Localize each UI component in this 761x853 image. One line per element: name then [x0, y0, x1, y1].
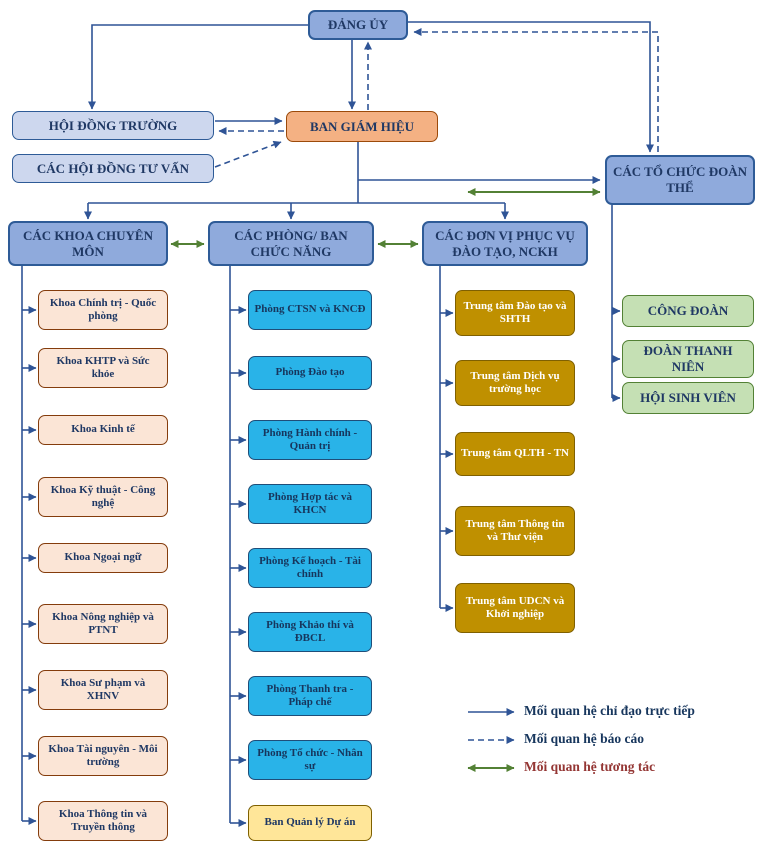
phong-item: Phòng Đào tạo: [248, 356, 372, 390]
khoa-item: Khoa Thông tin và Truyền thông: [38, 801, 168, 841]
khoa-item: Khoa Kỹ thuật - Công nghệ: [38, 477, 168, 517]
doan-the-item-cong-doan: CÔNG ĐOÀN: [622, 295, 754, 327]
khoa-item: Khoa Nông nghiệp và PTNT: [38, 604, 168, 644]
trung-tam-item: Trung tâm QLTH - TN: [455, 432, 575, 476]
khoa-item: Khoa Chính trị - Quốc phòng: [38, 290, 168, 330]
doan-the-item-hoi-sinh-vien: HỘI SINH VIÊN: [622, 382, 754, 414]
trung-tam-item: Trung tâm Đào tạo và SHTH: [455, 290, 575, 336]
header-cac-don-vi: CÁC ĐƠN VỊ PHỤC VỤ ĐÀO TẠO, NCKH: [422, 221, 588, 266]
phong-item: Phòng Hợp tác và KHCN: [248, 484, 372, 524]
node-cac-to-chuc-doan-the: CÁC TỔ CHỨC ĐOÀN THỂ: [605, 155, 755, 205]
node-dang-uy: ĐẢNG ỦY: [308, 10, 408, 40]
trung-tam-item: Trung tâm Thông tin và Thư viện: [455, 506, 575, 556]
khoa-item: Khoa Kinh tế: [38, 415, 168, 445]
ban-quan-ly-du-an: Ban Quản lý Dự án: [248, 805, 372, 841]
doan-the-item-doan-thanh-nien: ĐOÀN THANH NIÊN: [622, 340, 754, 378]
legend-interact-label: Mối quan hệ tương tác: [524, 759, 656, 774]
phong-item: Phòng Khảo thí và ĐBCL: [248, 612, 372, 652]
legend-report-label: Mối quan hệ báo cáo: [524, 731, 645, 746]
khoa-item: Khoa Tài nguyên - Môi trường: [38, 736, 168, 776]
khoa-item: Khoa Ngoại ngữ: [38, 543, 168, 573]
khoa-item: Khoa KHTP và Sức khỏe: [38, 348, 168, 388]
phong-item: Phòng Kế hoạch - Tài chính: [248, 548, 372, 588]
node-hoi-dong-truong: HỘI ĐỒNG TRƯỜNG: [12, 111, 214, 140]
phong-item: Phòng CTSN và KNCĐ: [248, 290, 372, 330]
phong-item: Phòng Hành chính - Quản trị: [248, 420, 372, 460]
legend-direct-label: Mối quan hệ chỉ đạo trực tiếp: [524, 703, 695, 718]
node-cac-hoi-dong-tu-van: CÁC HỘI ĐỒNG TƯ VẤN: [12, 154, 214, 183]
khoa-item: Khoa Sư phạm và XHNV: [38, 670, 168, 710]
phong-item: Phòng Thanh tra - Pháp chế: [248, 676, 372, 716]
header-cac-phong: CÁC PHÒNG/ BAN CHỨC NĂNG: [208, 221, 374, 266]
phong-item: Phòng Tổ chức - Nhân sự: [248, 740, 372, 780]
node-ban-giam-hieu: BAN GIÁM HIỆU: [286, 111, 438, 142]
header-cac-khoa: CÁC KHOA CHUYÊN MÔN: [8, 221, 168, 266]
trung-tam-item: Trung tâm UDCN và Khởi nghiệp: [455, 583, 575, 633]
trung-tam-item: Trung tâm Dịch vụ trường học: [455, 360, 575, 406]
